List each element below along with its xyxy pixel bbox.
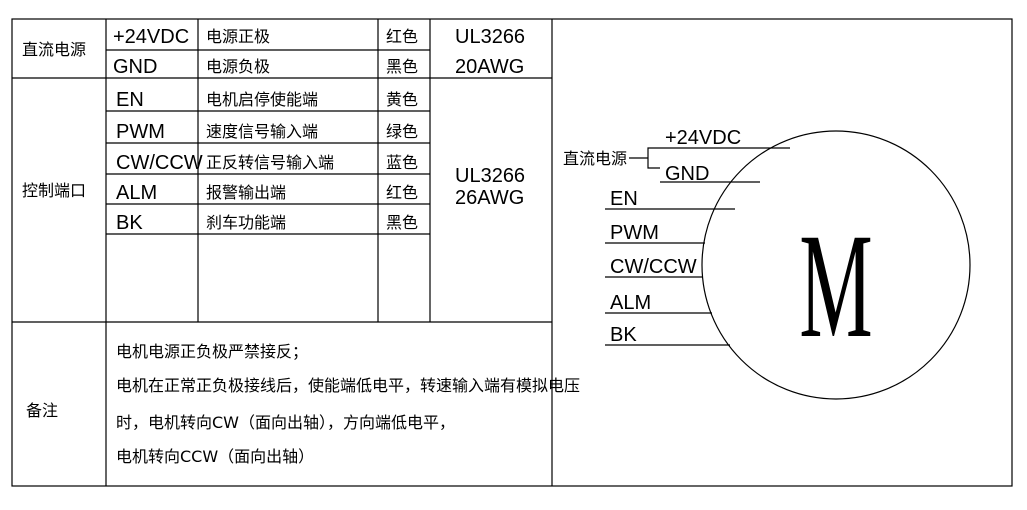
diagram-signal-pwm: PWM xyxy=(610,222,659,244)
diagram-signal-en: EN xyxy=(610,188,638,210)
control-desc-pwm: 速度信号输入端 xyxy=(206,122,318,141)
diagram-signal-bk: BK xyxy=(610,324,637,346)
motor-label: M xyxy=(799,203,872,369)
table-grid xyxy=(11,18,1013,487)
notes-line-2: 电机在正常正负极接线后，使能端低电平，转速输入端有模拟电压 xyxy=(116,376,580,395)
control-signal-bk: BK xyxy=(116,212,143,234)
control-cable-type: UL3266 xyxy=(455,165,525,187)
motor-circle xyxy=(701,130,971,400)
diagram-signal-pos: +24VDC xyxy=(665,127,741,149)
control-color-dir: 蓝色 xyxy=(386,153,418,172)
power-desc-gnd: 电源负极 xyxy=(206,57,270,76)
control-color-en: 黄色 xyxy=(386,90,418,109)
power-signal-gnd: GND xyxy=(113,56,157,78)
notes-line-4: 电机转向CCW（面向出轴） xyxy=(116,447,314,466)
notes-line-1: 电机电源正负极严禁接反； xyxy=(116,342,308,361)
control-signal-pwm: PWM xyxy=(116,121,165,143)
power-group-label: 直流电源 xyxy=(22,40,86,59)
diagram-power-label: 直流电源 xyxy=(563,149,627,168)
control-color-pwm: 绿色 xyxy=(386,122,418,141)
power-cable-type: UL3266 xyxy=(455,26,525,48)
power-desc-pos: 电源正极 xyxy=(206,27,270,46)
control-signal-dir: CW/CCW xyxy=(116,152,203,174)
power-color-gnd: 黑色 xyxy=(386,57,418,76)
diagram-signal-dir: CW/CCW xyxy=(610,256,697,278)
control-color-alm: 红色 xyxy=(386,183,418,202)
control-group-label: 控制端口 xyxy=(22,181,86,200)
diagram-signal-alm: ALM xyxy=(610,292,651,314)
notes-label: 备注 xyxy=(26,401,58,420)
power-cable-gauge: 20AWG xyxy=(455,56,524,78)
diagram-signal-gnd: GND xyxy=(665,163,709,185)
control-desc-alm: 报警输出端 xyxy=(206,183,286,202)
power-signal-pos: +24VDC xyxy=(113,26,189,48)
control-desc-en: 电机启停使能端 xyxy=(206,90,318,109)
control-color-bk: 黑色 xyxy=(386,213,418,232)
control-desc-bk: 刹车功能端 xyxy=(206,213,286,232)
control-signal-alm: ALM xyxy=(116,182,157,204)
control-desc-dir: 正反转信号输入端 xyxy=(206,153,334,172)
control-signal-en: EN xyxy=(116,89,144,111)
control-cable-gauge: 26AWG xyxy=(455,187,524,209)
wiring-diagram: M 直流电源 +24VDC GND EN PWM CW/CCW ALM BK xyxy=(563,127,971,400)
power-color-pos: 红色 xyxy=(386,27,418,46)
notes-line-3: 时，电机转向CW（面向出轴），方向端低电平， xyxy=(116,413,455,432)
